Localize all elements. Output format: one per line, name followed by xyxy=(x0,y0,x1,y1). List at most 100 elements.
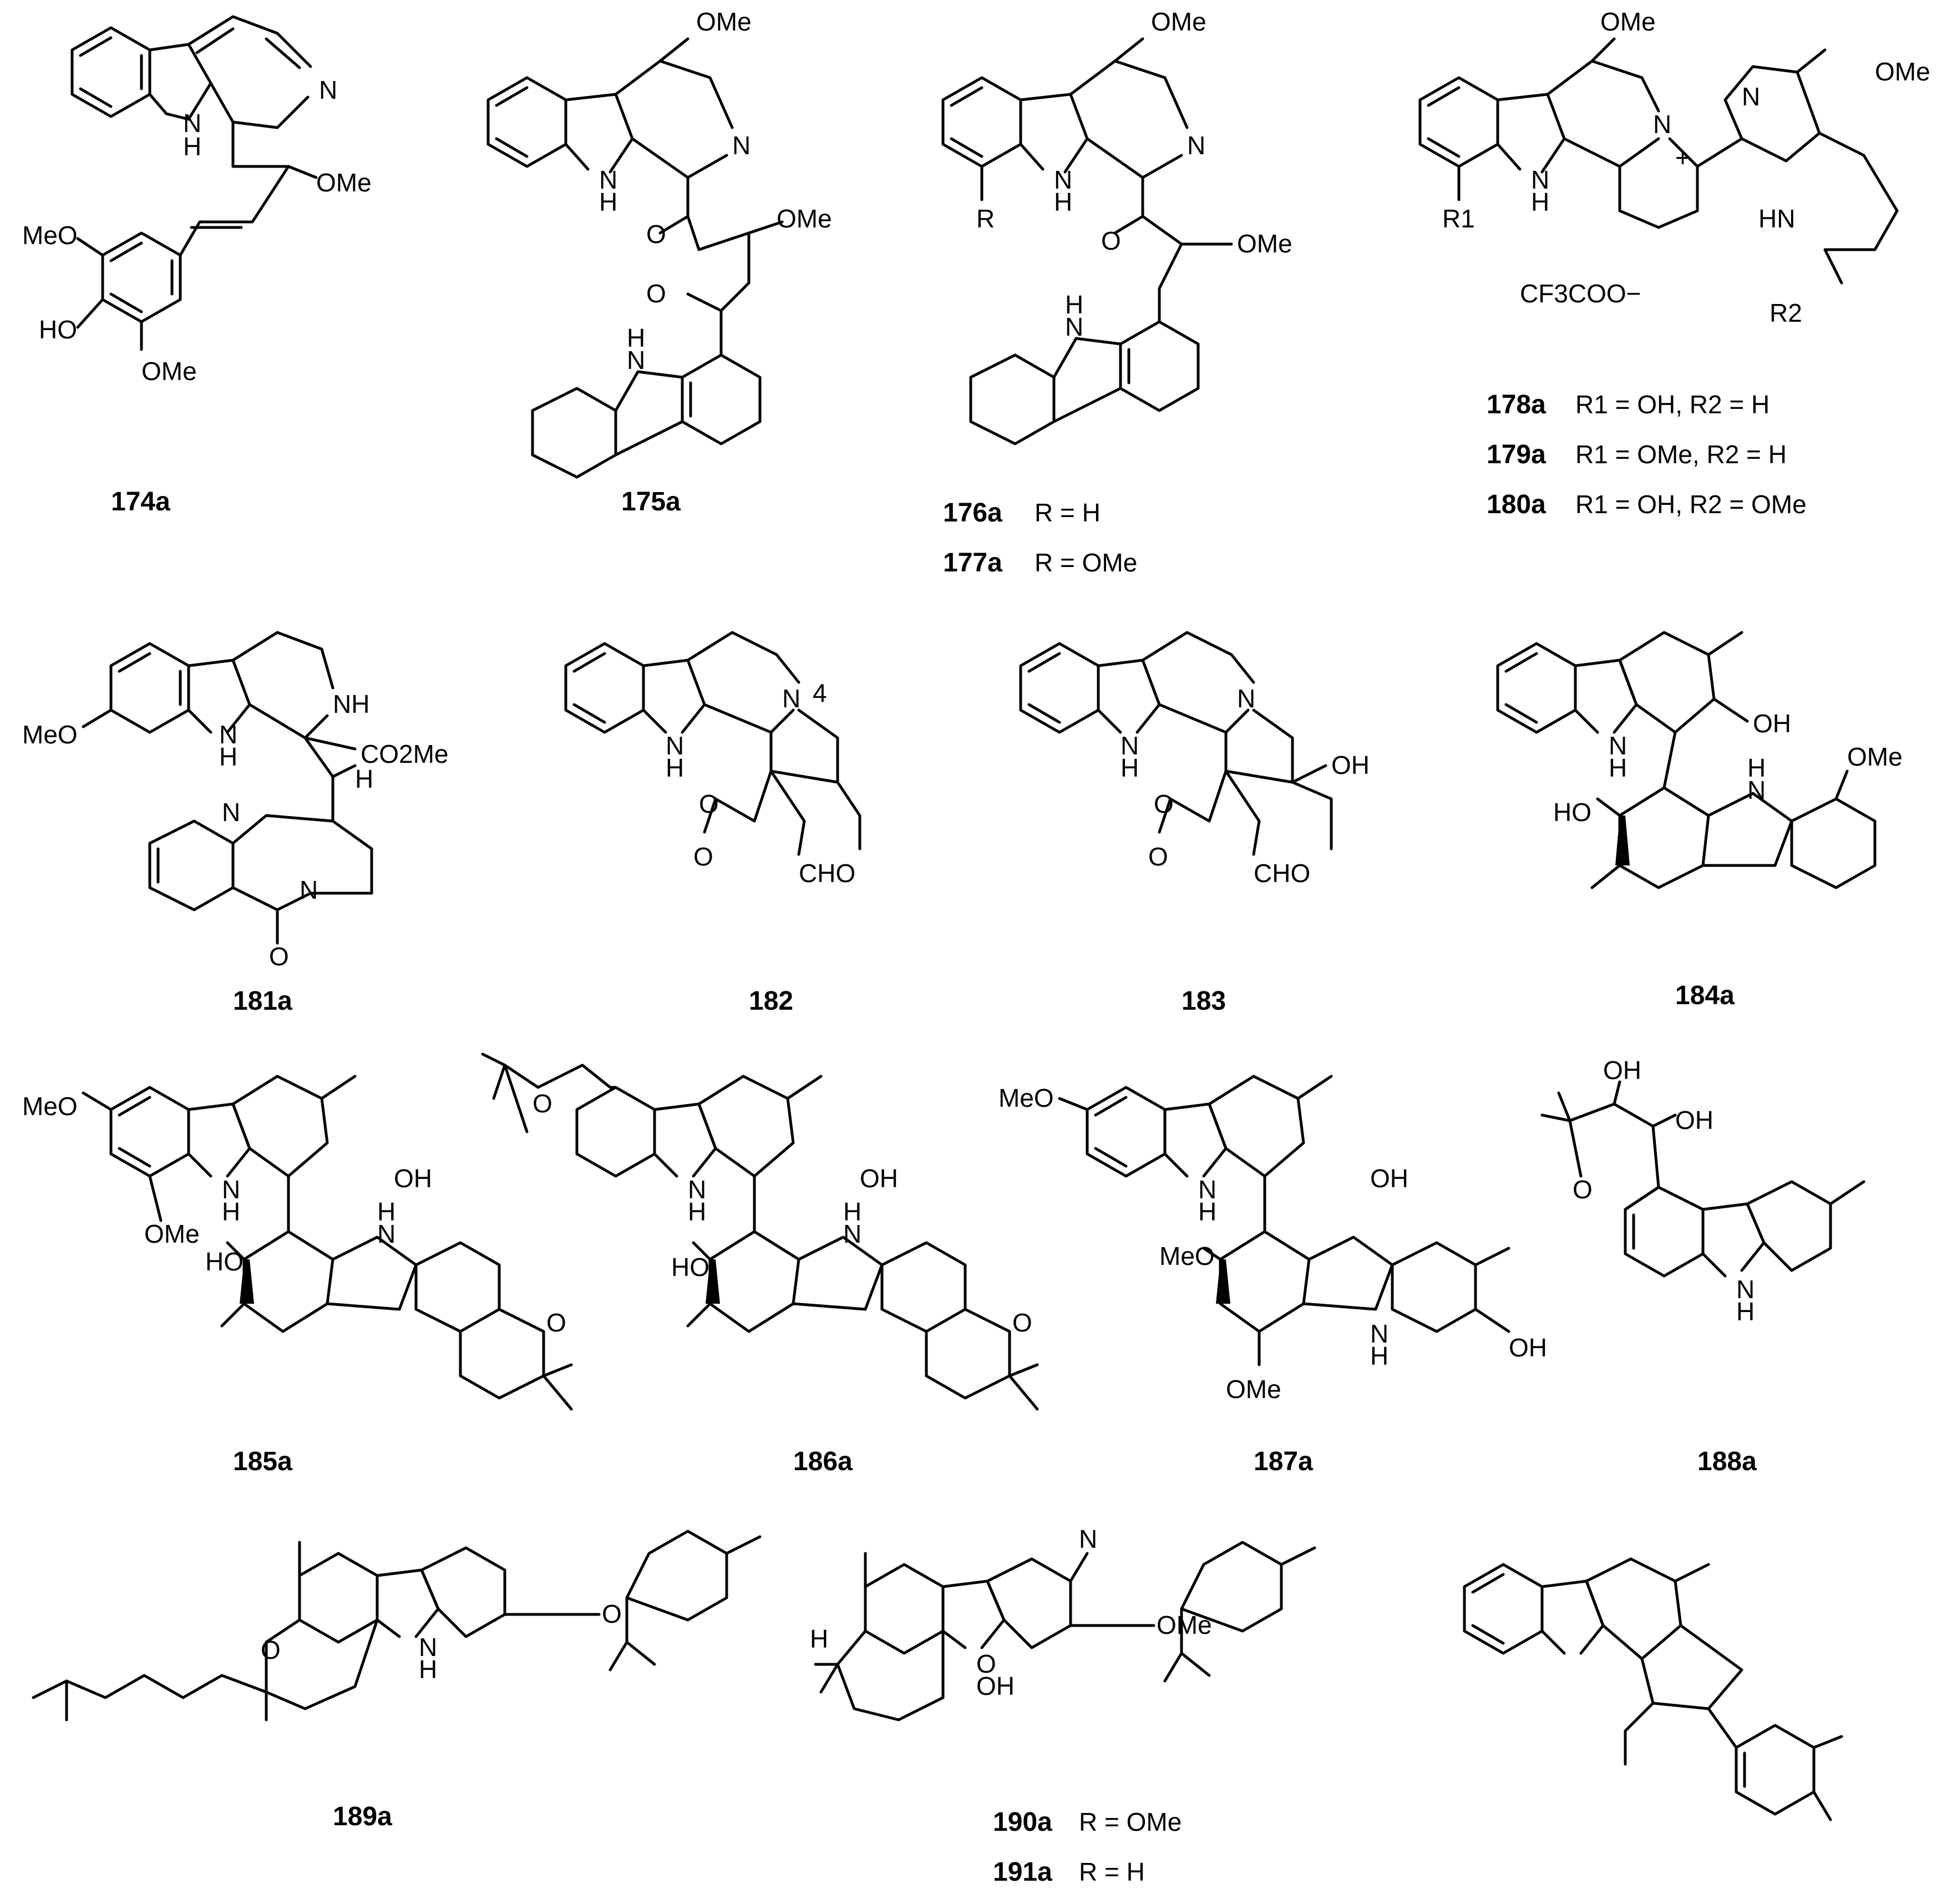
compound-id: 187a xyxy=(1254,1447,1313,1476)
atom-label: OMe xyxy=(1151,7,1206,36)
atom-label: N xyxy=(1531,165,1549,194)
compound-id: 176a xyxy=(943,498,1002,528)
atom-label: OH xyxy=(976,1672,1015,1700)
atom-label: HO xyxy=(205,1247,244,1276)
compound-id: 177a xyxy=(943,548,1002,578)
atom-label: H xyxy=(688,1197,706,1226)
atom-label: OH xyxy=(1370,1164,1408,1193)
atom-label: N xyxy=(627,346,645,374)
atom-label: OMe xyxy=(696,7,752,36)
atom-label: OH xyxy=(1675,1106,1713,1135)
atom-label: H xyxy=(355,764,373,793)
structure-189a: O N H O 189a xyxy=(32,1530,762,1831)
atom-label: + xyxy=(1675,143,1690,172)
atom-label: N xyxy=(1187,131,1205,160)
compound-id: 186a xyxy=(793,1447,853,1476)
atom-label: OMe xyxy=(316,168,372,197)
atom-label: H xyxy=(377,1197,396,1226)
atom-label: H xyxy=(1531,188,1549,216)
atom-label: OMe xyxy=(1600,7,1656,36)
atom-label: CHO xyxy=(1254,859,1310,888)
atom-label: O xyxy=(533,1089,552,1118)
atom-label: H xyxy=(222,1197,240,1226)
atom-label: N xyxy=(222,798,240,827)
atom-label: OH xyxy=(860,1164,898,1193)
atom-label: H xyxy=(183,132,201,161)
atom-label: H xyxy=(599,188,617,216)
atom-label: N xyxy=(1079,1525,1097,1553)
atom-label: O xyxy=(976,1649,996,1678)
atom-label: OH xyxy=(394,1164,432,1193)
atom-label: N xyxy=(1742,82,1760,111)
compound-id: 191a xyxy=(993,1857,1052,1887)
atom-label: MeO xyxy=(1159,1242,1215,1270)
atom-label: O xyxy=(1148,842,1168,871)
structure-178a-180a: OMe N + N H R1 CF3COO− OMe N HN R2 178a … xyxy=(1418,7,1930,519)
atom-label: O xyxy=(269,942,289,971)
atom-label: N xyxy=(782,684,800,713)
compound-id: 190a xyxy=(993,1807,1052,1837)
atom-label: H xyxy=(1054,188,1072,216)
compound-id: 183 xyxy=(1182,986,1226,1016)
structure-174a: N N H OMe MeO HO OMe 174a xyxy=(22,15,372,516)
structure-186a: O N H OH HO N H O 186a xyxy=(481,1052,1039,1476)
atom-label: O xyxy=(693,842,713,871)
atom-label: OMe xyxy=(1157,1611,1212,1639)
compound-id: 189a xyxy=(333,1802,392,1831)
atom-label: OH xyxy=(1603,1056,1641,1085)
atom-label: H xyxy=(1065,290,1083,319)
atom-label: H xyxy=(1747,753,1766,782)
compound-id: 185a xyxy=(233,1447,292,1476)
atom-label: N xyxy=(1237,684,1255,713)
r-group-label: R = H xyxy=(1079,1857,1145,1886)
atom-label: O xyxy=(646,220,666,249)
atom-label: 4 xyxy=(813,678,827,707)
compound-id: 182 xyxy=(749,986,793,1016)
atom-label: N xyxy=(419,1633,437,1662)
atom-label: OMe xyxy=(777,204,832,233)
atom-label: MeO xyxy=(22,221,78,250)
atom-label: H xyxy=(666,753,684,782)
atom-label: H xyxy=(219,742,237,771)
atom-label: R xyxy=(976,204,995,233)
atom-label: N xyxy=(222,1175,240,1204)
atom-label: N xyxy=(1065,312,1083,341)
r-group-label: R1 = OH, R2 = H xyxy=(1575,390,1770,419)
r-group-label: R = H xyxy=(1035,498,1101,527)
atom-label: OH xyxy=(1509,1333,1547,1362)
atom-label: O xyxy=(1573,1175,1593,1204)
compound-id: 178a xyxy=(1487,390,1546,419)
atom-label: CO2Me xyxy=(361,740,448,768)
atom-label: OMe xyxy=(1847,742,1903,771)
atom-label: HO xyxy=(39,315,77,344)
structure-181a: MeO N H NH CO2Me H N N O 181a xyxy=(22,631,448,1016)
atom-label: N xyxy=(219,720,237,749)
atom-label: N xyxy=(183,109,201,138)
atom-label: O xyxy=(546,1308,566,1337)
atom-label: CHO xyxy=(799,859,855,888)
structure-175a: OMe N N H O OMe O N H 175a xyxy=(486,7,832,516)
atom-label: N xyxy=(1054,165,1072,194)
structure-188a: OH OH O N H 188a xyxy=(1540,1056,1865,1476)
r-group-label: R = OMe xyxy=(1035,548,1137,577)
atom-label: R1 xyxy=(1442,204,1475,233)
r-group-label: R1 = OMe, R2 = H xyxy=(1575,440,1787,469)
atom-label: N xyxy=(377,1219,396,1248)
atom-label: O xyxy=(602,1599,622,1628)
atom-label: O xyxy=(699,789,719,818)
compound-id: 175a xyxy=(621,487,681,516)
atom-label: N xyxy=(1747,776,1766,804)
atom-label: N xyxy=(1370,1319,1388,1348)
atom-label: OMe xyxy=(141,357,197,386)
atom-label: MeO xyxy=(22,1092,78,1121)
atom-label: HO xyxy=(671,1253,709,1282)
atom-label: H xyxy=(1370,1341,1388,1370)
atom-label: N xyxy=(688,1175,706,1204)
atom-label: N xyxy=(300,875,318,904)
atom-label: H xyxy=(810,1624,828,1653)
structure-176a-177a: OMe N N H R O OMe N H 176a R = H 177a R … xyxy=(941,7,1292,578)
structure-187a: MeO N H OH MeO N H OH OMe 187a xyxy=(998,1075,1547,1476)
atom-label: O xyxy=(1012,1308,1032,1337)
structure-184a: N H OH OMe HO N H 184a xyxy=(1496,631,1903,1010)
